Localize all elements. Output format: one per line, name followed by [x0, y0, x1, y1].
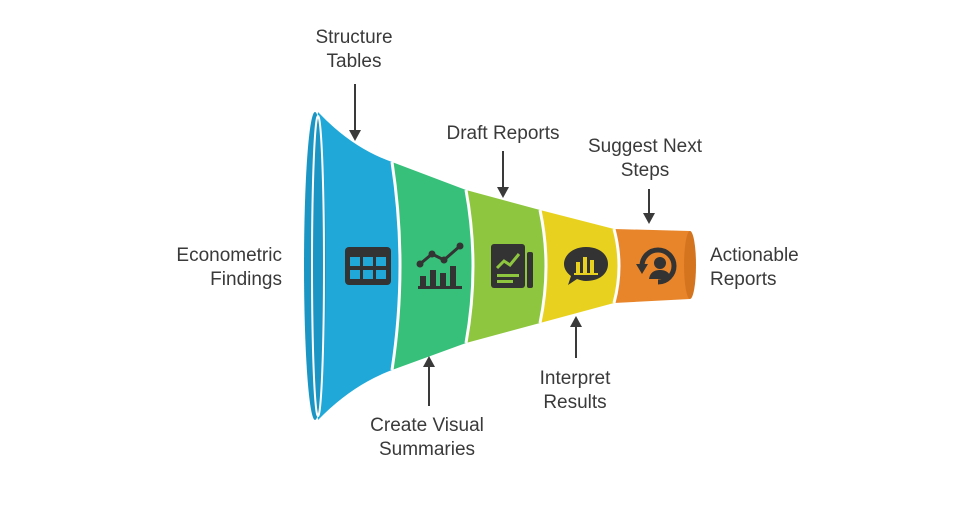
stage-label-line1: Suggest Next [587, 136, 703, 157]
arrow-interpret-results [570, 316, 582, 358]
line-bar-chart-icon [416, 242, 464, 289]
funnel-segment-create-visual-summaries [392, 162, 473, 370]
report-document-icon [491, 244, 533, 288]
arrow-structure-tables [349, 84, 361, 141]
stage-label-line2: Results [543, 392, 607, 413]
funnel-segment-suggest-next-steps [614, 229, 695, 303]
stage-label-line1: Structure [315, 27, 393, 48]
output-label-line2: Reports [710, 269, 777, 290]
input-label: Econometric Findings [176, 244, 282, 292]
chart-speech-bubble-icon [564, 247, 608, 285]
output-label-line1: Actionable [710, 245, 799, 266]
output-label: Actionable Reports [710, 244, 799, 292]
stage-label-line1: Draft Reports [446, 123, 560, 144]
stage-label-interpret-results: Interpret Results [540, 367, 611, 415]
stage-label-line2: Tables [326, 51, 382, 72]
table-grid-icon [345, 247, 391, 285]
stage-label-line1: Create Visual [370, 415, 484, 436]
input-label-line1: Econometric [176, 245, 282, 266]
arrow-create-visual-summaries [423, 356, 435, 406]
input-label-line2: Findings [210, 269, 282, 290]
arrow-suggest-next-steps [643, 189, 655, 224]
funnel-end-cap [684, 231, 696, 299]
stage-label-suggest-next-steps: Suggest Next Steps [588, 135, 702, 183]
stage-label-create-visual-summaries: Create Visual Summaries [370, 414, 484, 462]
connector-arrows [349, 84, 655, 406]
segment-separators [390, 161, 621, 371]
arrow-draft-reports [497, 151, 509, 198]
stage-label-line2: Steps [620, 160, 670, 181]
stage-label-line1: Interpret [539, 368, 611, 389]
person-cycle-icon [636, 247, 677, 285]
stage-label-draft-reports: Draft Reports [447, 122, 560, 146]
stage-label-structure-tables: Structure Tables [315, 26, 392, 74]
stage-label-line2: Summaries [378, 439, 476, 460]
